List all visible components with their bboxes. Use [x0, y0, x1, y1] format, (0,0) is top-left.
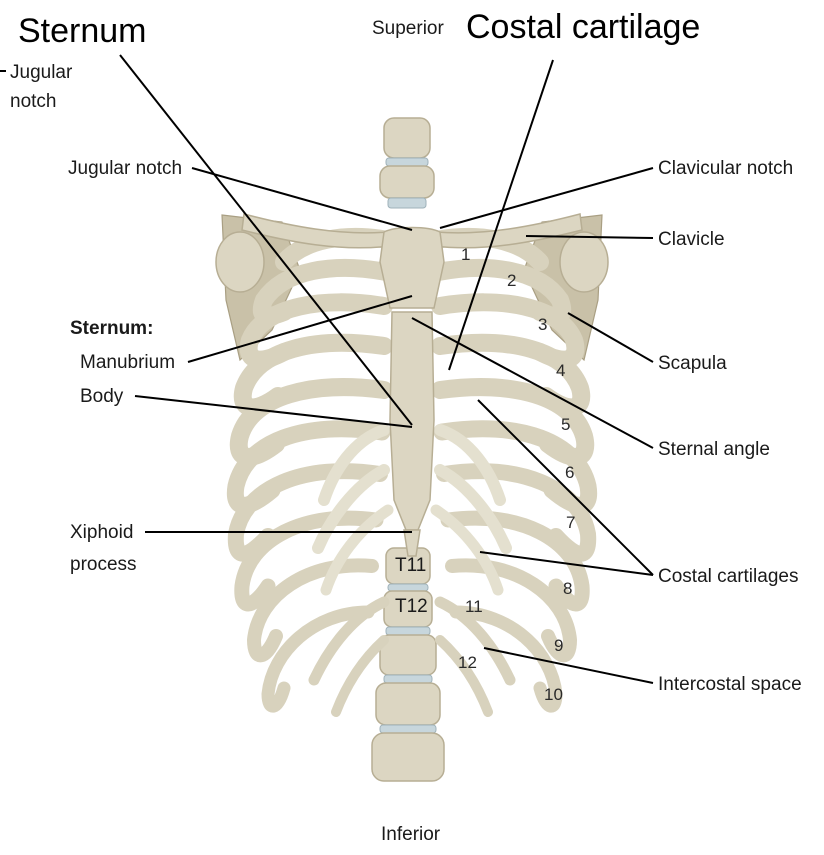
label-jugular-topleft-2: notch	[10, 91, 56, 112]
rib-number-7: 7	[566, 513, 575, 532]
label-sternal-angle: Sternal angle	[658, 439, 770, 460]
rib-number-9: 9	[554, 636, 563, 655]
label-costal-cartilages: Costal cartilages	[658, 566, 798, 587]
label-clavicle: Clavicle	[658, 229, 725, 250]
label-intercostal-space: Intercostal space	[658, 674, 802, 695]
rib-number-4: 4	[556, 361, 565, 380]
sternum-body	[390, 312, 434, 530]
label-xiphoid-1: Xiphoid	[70, 522, 133, 543]
rib-number-2: 2	[507, 271, 516, 290]
humeral-head-left	[216, 232, 264, 292]
ribs-left	[235, 237, 388, 712]
vertebra-t12: T12	[395, 596, 428, 617]
label-jugular-topleft-1: Jugular	[10, 62, 73, 83]
humeral-head-right	[560, 232, 608, 292]
label-clavicular-notch: Clavicular notch	[658, 158, 793, 179]
rib-number-3: 3	[538, 315, 547, 334]
rib-cage-illustration	[216, 118, 608, 781]
label-sternum-heading: Sternum:	[70, 318, 153, 339]
rib-number-1: 1	[461, 245, 470, 264]
rib-number-5: 5	[561, 415, 570, 434]
rib-number-10: 10	[544, 685, 563, 704]
label-costal-cartilage-big: Costal cartilage	[466, 8, 700, 46]
label-jugular-notch: Jugular notch	[68, 158, 182, 179]
rib-number-6: 6	[565, 463, 574, 482]
label-superior: Superior	[372, 18, 444, 39]
label-inferior: Inferior	[381, 824, 441, 845]
label-sternum-big: Sternum	[18, 12, 147, 50]
rib-number-12: 12	[458, 653, 477, 672]
manubrium	[380, 228, 444, 309]
label-body: Body	[80, 386, 124, 407]
rib-number-8: 8	[563, 579, 572, 598]
rib-number-11: 11	[465, 597, 483, 616]
leader-clavicular-notch	[440, 168, 653, 228]
label-scapula: Scapula	[658, 353, 727, 374]
vertebra-t11: T11	[395, 555, 426, 576]
label-manubrium: Manubrium	[80, 352, 175, 373]
label-xiphoid-2: process	[70, 554, 137, 575]
